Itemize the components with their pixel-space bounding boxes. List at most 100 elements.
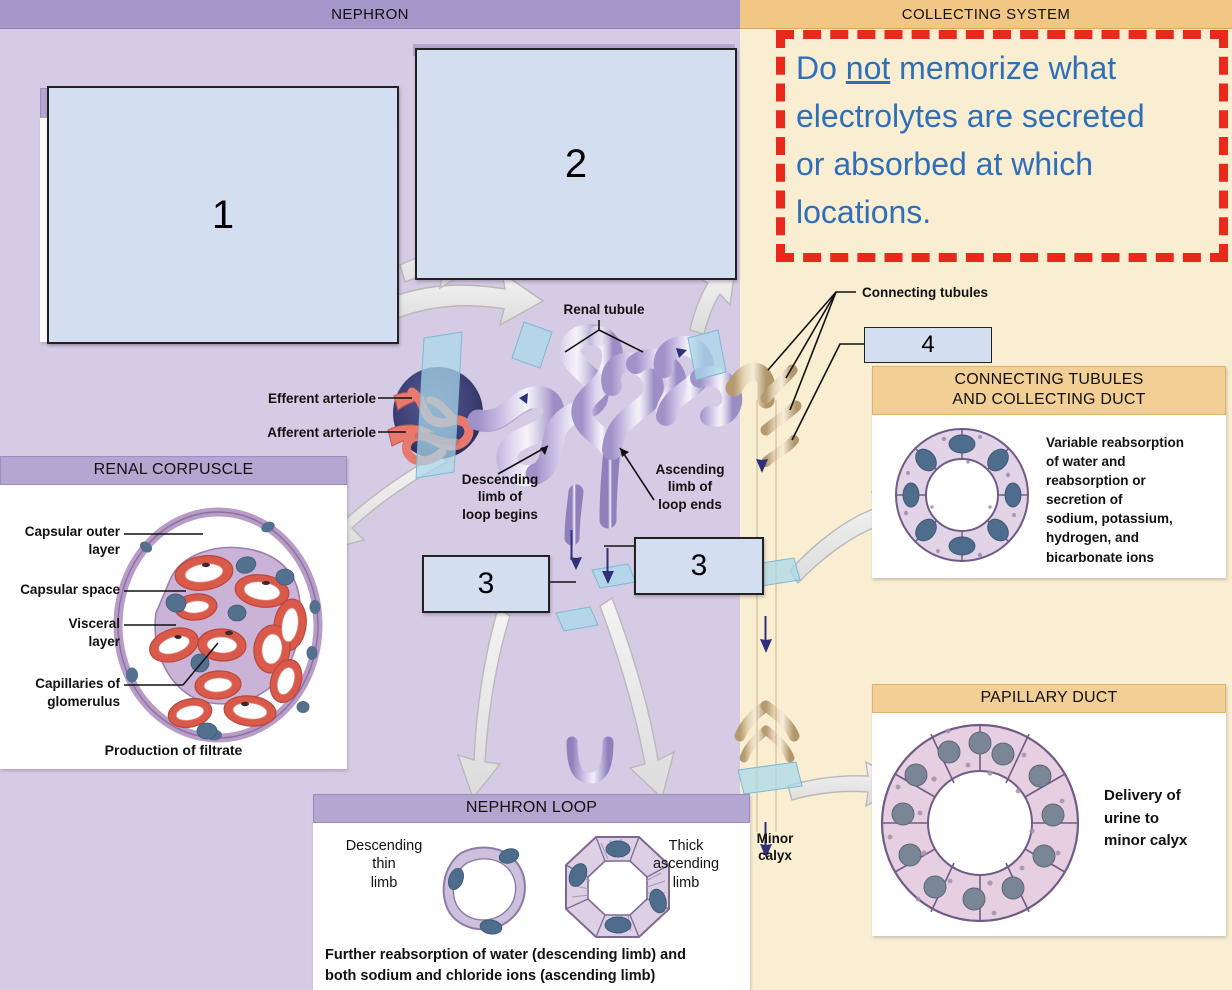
panel-papillary-duct-body: Delivery of urine to minor calyx [872, 713, 1226, 933]
ascending-limb-line2: limb of [667, 479, 713, 495]
nephron-loop-caption: Further reabsorption of water (descendin… [325, 945, 743, 987]
nephron-loop-bend [566, 736, 614, 784]
collecting-duct-outline [756, 400, 777, 832]
ct-desc-line6: hydrogen, and [1046, 530, 1140, 546]
callout-arrow-nephron-loop-right [599, 596, 676, 800]
papillary-duct-description: Delivery of urine to minor calyx [1104, 785, 1222, 853]
thick-ascending-limb-line2: ascending [652, 856, 720, 873]
ct-desc-line5: sodium, potassium, [1046, 511, 1173, 527]
ct-desc-line7: bicarbonate ions [1046, 549, 1155, 565]
section-plane-proximal-tubule [511, 321, 553, 369]
label-minor-calyx: Minor calyx [740, 830, 810, 865]
renal-corpuscle-micrograph [113, 507, 323, 743]
corpuscle-label-capillaries-glomerulus: Capillaries of glomerulus [2, 675, 120, 710]
connecting-tubules-title-line1: CONNECTING TUBULES [954, 371, 1144, 388]
quiz-answer-box-2-label: 2 [564, 141, 588, 186]
nephron-loop-label-descending-thin-limb: Descending thin limb [325, 837, 443, 892]
descending-thin-limb-line2: thin [372, 856, 396, 873]
memorization-callout-text: Do not memorize what electrolytes are se… [796, 44, 1232, 236]
section-plane-papillary-duct [737, 761, 803, 795]
quiz-answer-box-2[interactable]: 2 [415, 48, 737, 280]
panel-nephron-loop-body: Descending thin limb Thick ascending lim… [313, 823, 750, 988]
panel-renal-corpuscle-body: Capsular outer layer Capsular space Visc… [0, 485, 347, 767]
callout-line1-part-b: memorize what [890, 50, 1117, 86]
callout-line1-part-a: Do [796, 50, 846, 86]
thick-ascending-limb-cross-section [565, 836, 670, 938]
label-afferent-arteriole: Afferent arteriole [267, 425, 376, 440]
visceral-layer-line1: Visceral [68, 616, 120, 631]
minor-calyx-line2: calyx [758, 848, 792, 864]
quiz-answer-box-1[interactable]: 1 [47, 86, 399, 344]
descending-limb-line2: limb of [477, 489, 523, 505]
panel-connecting-tubules-body: Variable reabsorption of water and reabs… [872, 415, 1226, 576]
leader-lines [378, 291, 864, 583]
descending-thin-limb-line3: limb [370, 874, 398, 891]
corpuscle-label-visceral-layer: Visceral layer [2, 615, 120, 650]
connecting-tubule-micrograph [895, 427, 1029, 562]
collecting-system-header-label: COLLECTING SYSTEM [901, 5, 1071, 23]
quiz-answer-box-3-left-label: 3 [477, 567, 495, 600]
visceral-layer-line2: layer [88, 633, 120, 649]
ct-desc-line2: of water and [1046, 453, 1126, 469]
thick-ascending-limb-line1: Thick [668, 838, 704, 854]
label-ascending-limb: Ascending limb of loop ends [637, 461, 743, 513]
pd-desc-line2: urine to [1104, 809, 1159, 827]
capsular-outer-layer-line2: layer [88, 541, 120, 557]
minor-calyx-line1: Minor [756, 831, 794, 846]
flow-arrows [519, 348, 772, 858]
label-connecting-tubules: Connecting tubules [862, 285, 988, 300]
descending-limb [564, 429, 587, 748]
papillary-duct-cross-section [880, 723, 1080, 923]
nephron-loop-micrograph [442, 836, 670, 938]
section-plane-distal-tubule [687, 329, 727, 381]
callout-arrow-nephron-loop-left [456, 606, 511, 800]
collecting-system-header-bar: COLLECTING SYSTEM [740, 0, 1232, 29]
section-plane-descending-limb [555, 606, 599, 632]
callout-line1-emphasis: not [845, 50, 891, 86]
nephron-header-bar: NEPHRON [0, 0, 740, 29]
panel-nephron-loop-title: NEPHRON LOOP [313, 794, 750, 823]
quiz-answer-box-3-left[interactable]: 3 [422, 555, 550, 613]
label-renal-tubule: Renal tubule [563, 302, 645, 317]
capsular-outer-layer-line1: Capsular outer [24, 524, 120, 539]
proximal-convoluted-tubule [467, 324, 623, 487]
connecting-tubules-description: Variable reabsorption of water and reabs… [1046, 433, 1218, 567]
callout-line3: or absorbed at which [796, 146, 1094, 182]
quiz-answer-box-3-right[interactable]: 3 [634, 537, 764, 595]
corpuscle-caption: Production of filtrate [104, 742, 243, 758]
leader-line-arrowheads [540, 446, 629, 457]
quiz-answer-box-3-right-label: 3 [690, 549, 708, 582]
descending-limb-line3: loop begins [462, 506, 538, 522]
ascending-limb-line1: Ascending [655, 462, 725, 477]
descending-limb-line1: Descending [461, 472, 539, 487]
label-efferent-arteriole: Efferent arteriole [267, 391, 376, 406]
panel-papillary-duct: PAPILLARY DUCT [872, 684, 1226, 936]
memorization-callout-border [776, 30, 1228, 262]
collecting-duct-cross-section [895, 427, 1029, 562]
capillaries-glomerulus-line1: Capillaries of [35, 676, 120, 691]
panel-renal-corpuscle-title: RENAL CORPUSCLE [0, 456, 347, 485]
section-plane-renal-corpuscle [415, 331, 463, 479]
panel-renal-corpuscle: RENAL CORPUSCLE [0, 456, 347, 769]
descending-thin-limb-cross-section [442, 846, 526, 935]
proximal-tubule-outline [477, 408, 533, 433]
callout-line2: electrolytes are secreted [796, 98, 1145, 134]
descending-thin-limb-line1: Descending [345, 838, 423, 854]
pd-desc-line1: Delivery of [1104, 787, 1181, 804]
panel-papillary-duct-title: PAPILLARY DUCT [872, 684, 1226, 713]
ct-desc-line1: Variable reabsorption [1046, 434, 1185, 450]
nephron-loop-caption-line2: both sodium and chloride ions (ascending… [325, 968, 656, 985]
papillary-duct-micrograph [880, 723, 1080, 923]
corpuscle-label-capsular-space: Capsular space [20, 582, 120, 597]
panel-connecting-tubules: CONNECTING TUBULES AND COLLECTING DUCT [872, 366, 1226, 578]
ct-desc-line4: secretion of [1046, 492, 1123, 508]
nephron-loop-caption-line1: Further reabsorption of water (descendin… [325, 947, 686, 963]
section-plane-ascending-limb [591, 563, 637, 589]
connecting-tubules-title-line2: AND COLLECTING DUCT [952, 390, 1146, 408]
callout-arrow-corpuscle [391, 271, 545, 327]
corpuscle-label-capsular-outer-layer: Capsular outer layer [2, 523, 120, 558]
ascending-limb-line3: loop ends [658, 496, 722, 512]
quiz-answer-box-4[interactable]: 4 [864, 327, 992, 363]
collecting-duct [725, 362, 802, 841]
